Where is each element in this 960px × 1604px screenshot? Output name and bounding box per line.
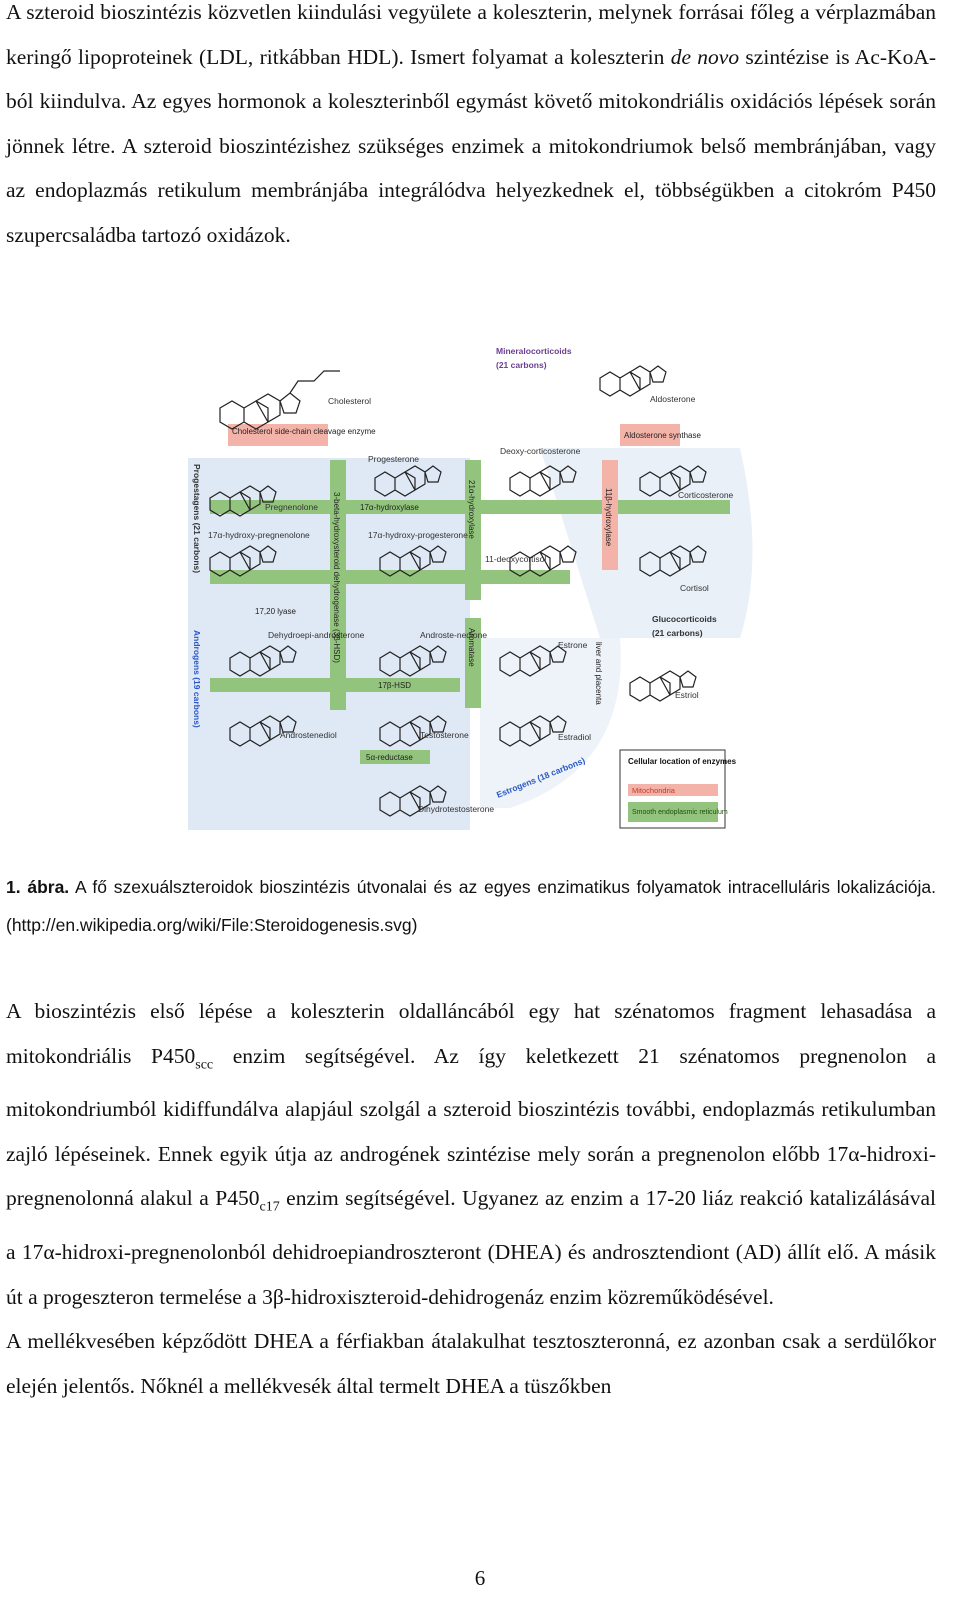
scc-band — [228, 424, 328, 446]
group-mineralocorticoids: Mineralocorticoids — [496, 346, 572, 356]
label-estriol: Estriol — [675, 690, 699, 700]
body-p1-a: A bioszintézis első lépése a koleszterin… — [6, 999, 936, 1068]
label-corticosterone: Corticosterone — [678, 490, 734, 500]
enzyme-17b-hsd: 17β-HSD — [378, 681, 411, 690]
legend-er: Smooth endoplasmic reticulum — [632, 809, 728, 816]
figure-caption: 1. ábra. A fő szexuálszteroidok bioszint… — [6, 868, 936, 944]
label-17oh-pregnenolone: 17α-hydroxy-pregnenolone — [208, 530, 310, 540]
intro-paragraph: A szteroid bioszintézis közvetlen kiindu… — [6, 0, 936, 257]
body-p1-c: enzim segítségével. Ugyanez az enzim a 1… — [6, 1186, 936, 1309]
label-estradiol: Estradiol — [558, 732, 591, 742]
body-paragraph-2: A mellékvesében képződött DHEA a férfiak… — [6, 1329, 936, 1398]
body-p1-sub-scc: scc — [195, 1056, 214, 1072]
label-estrone: Estrone — [558, 640, 588, 650]
label-11-deoxycortisol: 11-deoxycortisol — [485, 554, 546, 564]
group-androgens: Androgens (19 carbons) — [192, 630, 202, 728]
enzyme-aromatase: Aromatase — [467, 628, 476, 667]
body-p1-b: enzim segítségével. Az így keletkezett 2… — [6, 1043, 936, 1211]
enzyme-17a-hydroxylase: 17α-hydroxylase — [360, 503, 419, 512]
enzyme-liver-placenta: liver and placenta — [594, 642, 603, 705]
location-legend: Cellular location of enzymes Mitochondri… — [619, 749, 737, 829]
enzyme-21a-hydroxylase: 21α-hydroxylase — [467, 480, 476, 539]
legend-mito: Mitochondria — [632, 786, 676, 795]
intro-text-1: A szteroid bioszintézis közvetlen kiindu… — [6, 0, 936, 69]
enzyme-3b-hsd: 3-beta-hydroxysteroid dehydrogenase (3β-… — [332, 492, 341, 663]
steroidogenesis-figure: Cholesterol Pregnenolone Progesterone De… — [180, 338, 760, 838]
molecule-structures — [209, 365, 707, 817]
page-number: 6 — [474, 1566, 486, 1590]
group-glucocorticoids: Glucocorticoids — [652, 614, 717, 624]
label-deoxycorticosterone: Deoxy-corticosterone — [500, 446, 581, 456]
enzyme-aldo-synthase: Aldosterone synthase — [624, 431, 701, 440]
reductase-band — [360, 750, 430, 764]
caption-label: 1. ábra. — [6, 877, 70, 897]
label-cortisol: Cortisol — [680, 583, 709, 593]
legend-er-swatch — [628, 802, 718, 822]
oh21-band — [465, 460, 481, 600]
label-dhea: Dehydroepi-androsterone — [268, 630, 365, 640]
label-progesterone: Progesterone — [368, 454, 419, 464]
caption-text: A fő szexuálszteroidok bioszintézis útvo… — [6, 877, 936, 935]
body-p1-sub-c17: c17 — [259, 1199, 280, 1215]
aromatase-band — [465, 618, 481, 708]
glucocorticoid-region — [540, 448, 753, 638]
group-gluco-carbons: (21 carbons) — [652, 628, 703, 638]
enzyme-5a-reductase: 5α-reductase — [366, 753, 413, 762]
body-paragraph-1: A bioszintézis első lépése a koleszterin… — [6, 989, 936, 1319]
label-17oh-progesterone: 17α-hydroxy-progesterone — [368, 530, 468, 540]
body-text: A bioszintézis első lépése a koleszterin… — [6, 989, 936, 1408]
aldo-synthase-band — [620, 424, 680, 446]
label-dht: Dihydrotestosterone — [418, 804, 494, 814]
intro-italic: de novo — [670, 44, 740, 69]
androgen-region — [188, 618, 470, 830]
intro-text-2: szintézise is Ac-KoA-ból kiindulva. Az e… — [6, 44, 937, 247]
legend-title: Cellular location of enzymes — [628, 757, 737, 766]
enzyme-lyase: 17,20 lyase — [255, 607, 296, 616]
er-band-2 — [210, 570, 570, 584]
hsd3b-band — [330, 460, 346, 710]
label-pregnenolone: Pregnenolone — [265, 502, 318, 512]
label-androstenedione: Androste-nedione — [420, 630, 487, 640]
label-cholesterol: Cholesterol — [328, 396, 371, 406]
group-mineralo-carbons: (21 carbons) — [496, 360, 547, 370]
label-testosterone: Testosterone — [420, 730, 469, 740]
legend-mito-swatch — [628, 784, 718, 796]
enzyme-11b-hydroxylase: 11β-hydroxylase — [604, 488, 613, 547]
group-progestagens: Progestagens (21 carbons) — [192, 464, 202, 573]
label-androstenediol: Androstenediol — [280, 730, 337, 740]
label-aldosterone: Aldosterone — [650, 394, 696, 404]
enzyme-scc: Cholesterol side-chain cleavage enzyme — [232, 427, 376, 436]
oh11b-band — [602, 460, 618, 570]
